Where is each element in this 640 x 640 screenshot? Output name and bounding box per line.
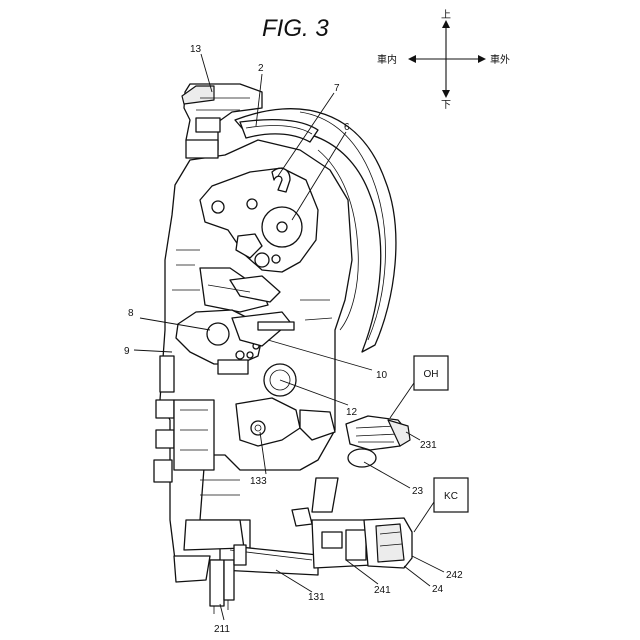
arrow-left-icon	[408, 55, 416, 63]
arrow-right-icon	[478, 55, 486, 63]
label-133: 133	[250, 476, 267, 487]
direction-up-label: 上	[441, 9, 451, 21]
label-2: 2	[258, 63, 264, 74]
arrow-up-icon	[442, 20, 450, 28]
direction-down-label: 下	[441, 100, 451, 111]
label-7: 7	[334, 83, 340, 94]
kc-box-label: KC	[444, 491, 458, 502]
oh-box-label: OH	[424, 369, 439, 380]
label-24: 24	[432, 584, 444, 595]
direction-outside-label: 車外	[490, 53, 510, 66]
figure-title: FIG. 3	[262, 15, 329, 42]
arrow-down-icon	[442, 90, 450, 98]
label-211: 211	[214, 624, 230, 635]
direction-compass: 上 下 車内 車外	[377, 9, 510, 111]
label-12: 12	[346, 407, 358, 418]
label-9: 9	[124, 346, 130, 357]
kc-box: KC	[434, 478, 468, 512]
oh-box: OH	[414, 356, 448, 390]
label-8: 8	[128, 308, 134, 319]
label-23: 23	[412, 486, 424, 497]
label-241: 241	[374, 585, 391, 596]
label-10: 10	[376, 370, 388, 381]
label-13: 13	[190, 44, 202, 55]
door-latch-mechanism	[154, 84, 412, 614]
label-6: 6	[344, 122, 350, 133]
label-131: 131	[308, 592, 325, 603]
label-231: 231	[420, 440, 437, 451]
label-242: 242	[446, 570, 463, 581]
direction-inside-label: 車内	[377, 53, 397, 66]
